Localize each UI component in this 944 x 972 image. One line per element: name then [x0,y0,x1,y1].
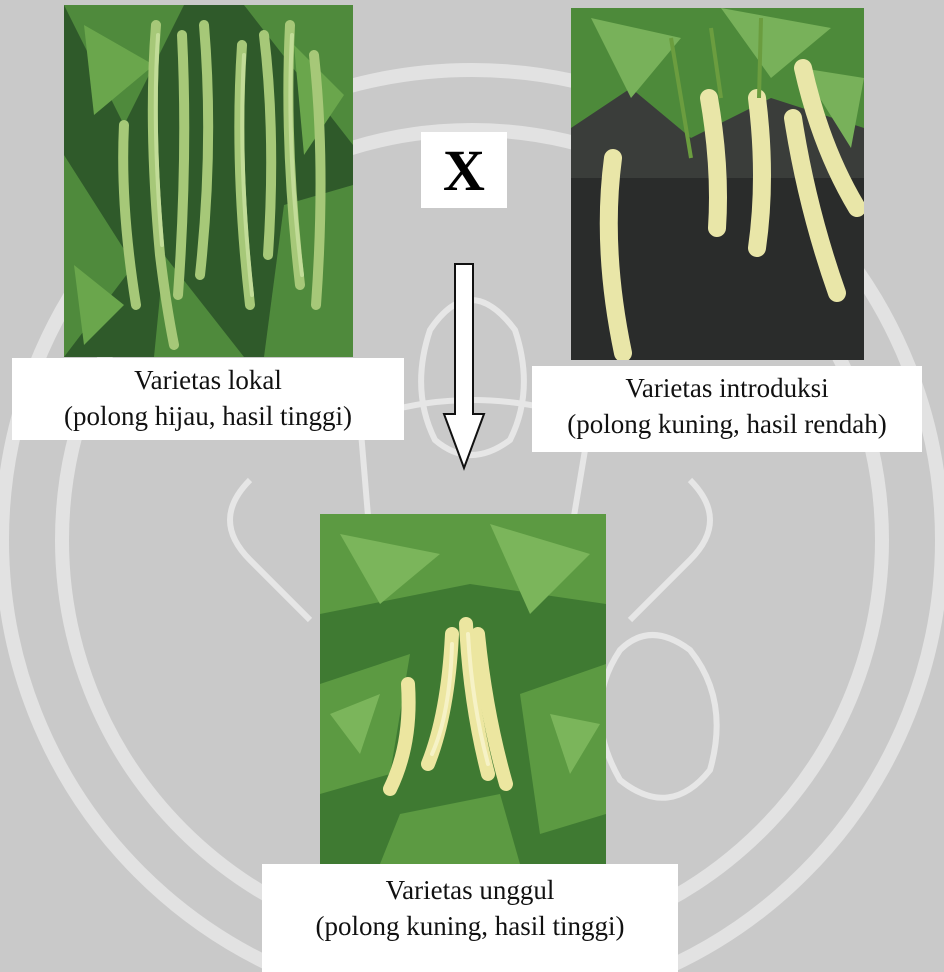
down-arrow-icon [441,262,487,472]
introduced-variety-caption: Varietas introduksi (polong kuning, hasi… [532,366,922,452]
local-variety-caption: Varietas lokal (polong hijau, hasil ting… [12,358,404,440]
superior-variety-photo [320,514,606,864]
superior-variety-traits: (polong kuning, hasil tinggi) [268,908,672,944]
local-variety-photo [64,5,353,357]
introduced-variety-photo [571,8,864,360]
introduced-variety-name: Varietas introduksi [538,370,916,406]
local-variety-traits: (polong hijau, hasil tinggi) [18,398,398,434]
cross-symbol: X [421,132,507,208]
cross-symbol-text: X [443,137,485,204]
introduced-variety-traits: (polong kuning, hasil rendah) [538,406,916,442]
superior-variety-name: Varietas unggul [268,872,672,908]
superior-variety-caption: Varietas unggul (polong kuning, hasil ti… [262,864,678,972]
local-variety-name: Varietas lokal [18,362,398,398]
